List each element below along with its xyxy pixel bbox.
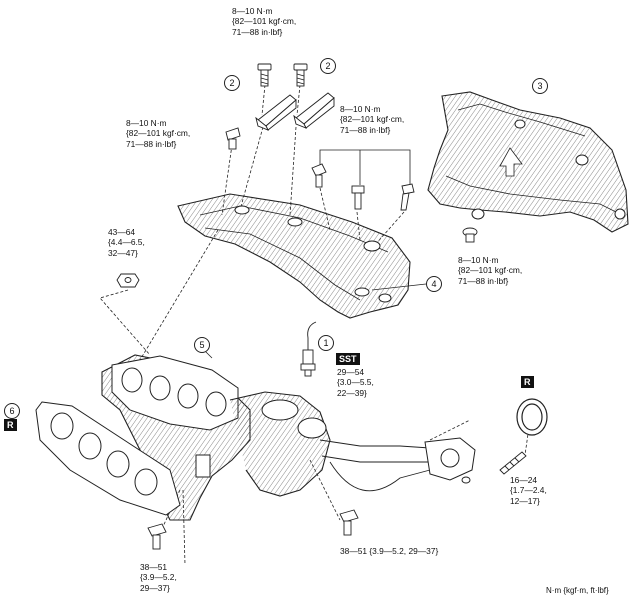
manifold-nut — [116, 273, 140, 288]
torque-line: {82—101 kgf·cm, — [340, 114, 405, 125]
heat-insulator-right — [427, 91, 629, 233]
torque-label-bottom-left: 38—51 {3.9—5.2, 29—37} — [140, 562, 177, 593]
torque-line: 71—88 in·lbf} — [340, 124, 391, 135]
torque-label-sensor: 29—54 {3.0—5.5, 22—39} — [337, 367, 374, 398]
torque-line: {82—101 kgf·cm, — [232, 16, 297, 27]
torque-line: 29—37} — [140, 582, 170, 593]
torque-line: 8—10 N·m — [232, 6, 273, 16]
torque-line: 71—88 in·lbf} — [232, 26, 283, 37]
callout-1: 1 — [318, 335, 334, 351]
replace-badge-ring: R — [521, 376, 534, 388]
manifold-gasket — [35, 401, 181, 516]
torque-line: 8—10 N·m — [458, 255, 499, 265]
heat-insulator-upper — [177, 193, 411, 319]
left-bolt — [225, 127, 241, 150]
torque-label-right-bolt: 8—10 N·m {82—101 kgf·cm, 71—88 in·lbf} — [458, 255, 522, 286]
units-note: N·m {kgf·m, ft·lbf} — [546, 586, 609, 595]
callout-6: 6 — [4, 403, 20, 419]
torque-line: 8—10 N·m — [126, 118, 167, 128]
bracket-left — [255, 94, 297, 131]
torque-line: 12—17} — [510, 495, 540, 506]
torque-line: 8—10 N·m — [340, 104, 381, 114]
oxygen-sensor — [300, 321, 317, 377]
bottom-bolt-center — [339, 509, 359, 536]
torque-line: 71—88 in·lbf} — [126, 138, 177, 149]
torque-line: {4.4—6.5, — [108, 237, 145, 248]
torque-line: {1.7—2.4, — [510, 485, 547, 496]
torque-line: 43—64 — [108, 227, 136, 237]
torque-line: 71—88 in·lbf} — [458, 275, 509, 286]
torque-label-left-bolt: 8—10 N·m {82—101 kgf·cm, 71—88 in·lbf} — [126, 118, 190, 149]
callout-4: 4 — [426, 276, 442, 292]
torque-line: {82—101 kgf·cm, — [458, 265, 523, 276]
callout-3: 3 — [532, 78, 548, 94]
stud-bolt — [499, 451, 527, 475]
callout-2-left: 2 — [224, 75, 240, 91]
torque-line: {3.0—5.5, — [337, 377, 374, 388]
flange-gasket-ring — [516, 398, 548, 436]
torque-line: 38—51 — [140, 562, 168, 572]
replace-badge-gasket: R — [4, 419, 17, 431]
exhaust-manifold — [101, 354, 476, 521]
sst-badge: SST — [336, 353, 360, 365]
top-bolt-right — [293, 63, 308, 87]
torque-line: 16—24 — [510, 475, 538, 485]
top-bolt-left — [257, 63, 272, 87]
torque-line: 22—39} — [337, 387, 367, 398]
bottom-bolt-left — [147, 523, 167, 550]
center-bolts — [311, 163, 415, 211]
torque-line: 32—47} — [108, 247, 138, 258]
torque-label-nut: 43—64 {4.4—6.5, 32—47} — [108, 227, 145, 258]
torque-line: {3.9—5.2, — [140, 572, 177, 583]
torque-line: 29—54 — [337, 367, 365, 377]
torque-label-top-bolts: 8—10 N·m {82—101 kgf·cm, 71—88 in·lbf} — [232, 6, 296, 37]
right-bolt — [462, 227, 478, 243]
bracket-right — [293, 92, 335, 129]
callout-2-right: 2 — [320, 58, 336, 74]
torque-label-center-bolts: 8—10 N·m {82—101 kgf·cm, 71—88 in·lbf} — [340, 104, 404, 135]
torque-label-stud: 16—24 {1.7—2.4, 12—17} — [510, 475, 547, 506]
torque-line: {82—101 kgf·cm, — [126, 128, 191, 139]
callout-5: 5 — [194, 337, 210, 353]
torque-label-bottom-center: 38—51 {3.9—5.2, 29—37} — [340, 546, 439, 556]
